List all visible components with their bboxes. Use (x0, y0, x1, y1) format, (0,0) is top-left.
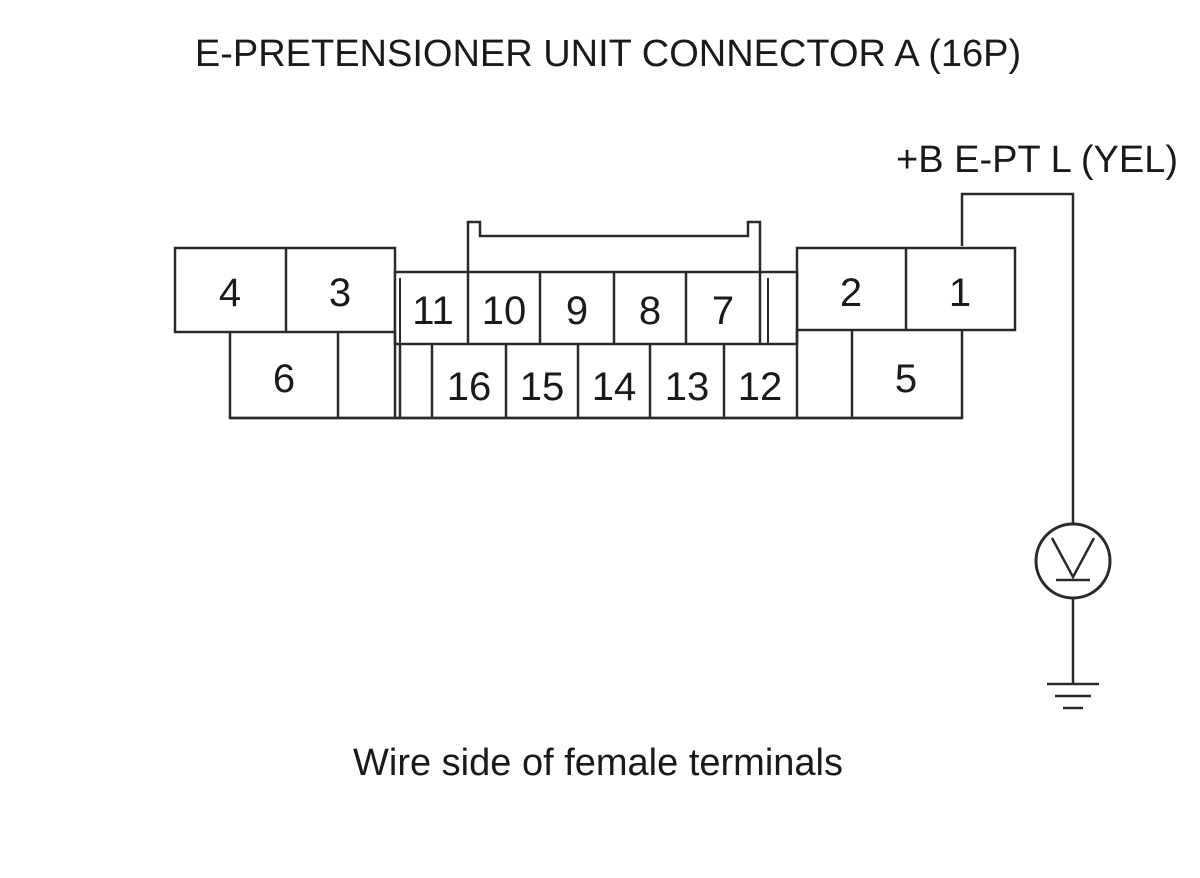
pin-11: 11 (412, 289, 454, 333)
pin-8: 8 (639, 289, 661, 333)
connector-body (173, 220, 1017, 420)
pin-4: 4 (219, 271, 241, 315)
ground-icon (1047, 682, 1099, 710)
diagram-title: E-PRETENSIONER UNIT CONNECTOR A (16P) (195, 33, 1021, 75)
pin-1: 1 (949, 271, 971, 315)
pin-7: 7 (712, 289, 734, 333)
diagram-caption: Wire side of female terminals (353, 742, 843, 784)
wire-label: +B E-PT L (YEL) (896, 139, 1178, 181)
voltmeter-icon (1034, 522, 1112, 600)
pin-14: 14 (592, 365, 637, 409)
pin-13: 13 (665, 365, 710, 409)
lower-row-pins: 6 16 15 14 13 12 5 (273, 357, 917, 409)
pin-9: 9 (566, 289, 588, 333)
pin-15: 15 (520, 365, 565, 409)
pin-5: 5 (895, 357, 917, 401)
pin-6: 6 (273, 357, 295, 401)
pin-3: 3 (329, 271, 351, 315)
probe-wire (960, 192, 1075, 524)
upper-row-pins: 4 3 11 10 9 8 7 2 1 (219, 271, 971, 333)
pin-16: 16 (447, 365, 492, 409)
pin-10: 10 (482, 289, 527, 333)
pin-12: 12 (738, 365, 783, 409)
pin-2: 2 (840, 271, 862, 315)
